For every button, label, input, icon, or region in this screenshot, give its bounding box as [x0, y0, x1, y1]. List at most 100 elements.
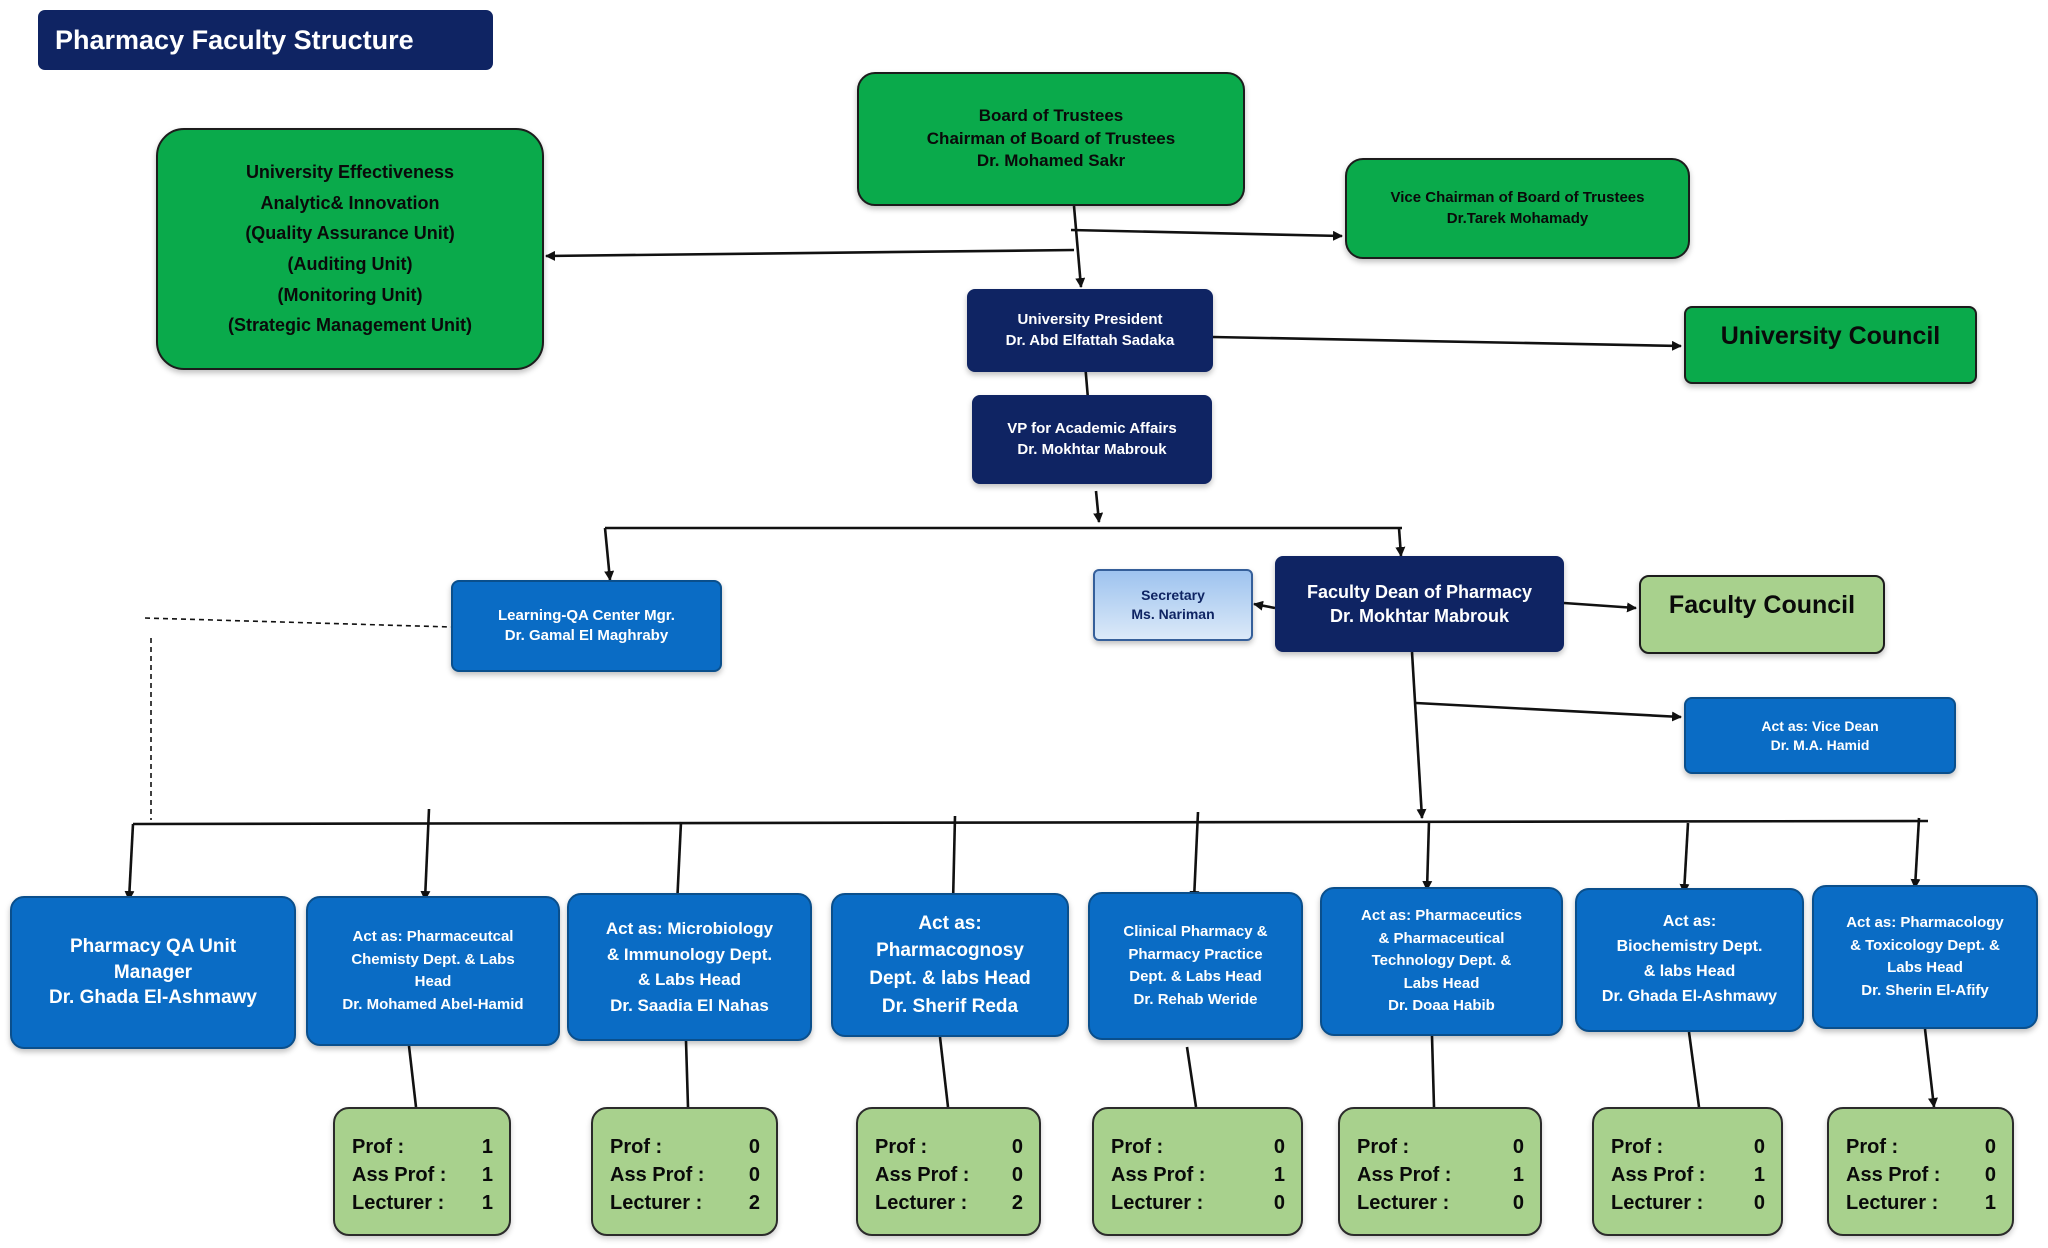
dept-line: Pharmacy QA Unit	[69, 936, 237, 958]
connector-to-chemistry	[420, 808, 431, 901]
dept-line: Dr. Sherif Reda	[881, 995, 1019, 1017]
secretary-line-1: Secretary	[1141, 587, 1205, 604]
connector-vp-branch	[1093, 490, 1104, 523]
dept-line: Technology Dept. &	[1371, 952, 1512, 970]
stat-label: Prof :	[1611, 1136, 1664, 1158]
stat-label: Ass Prof :	[1611, 1164, 1706, 1186]
university-council-box: University Council	[1684, 306, 1977, 384]
dept-box-pharmaceutics: Act as: Pharmaceutics & Pharmaceutical T…	[1320, 887, 1563, 1036]
vp-line-1: VP for Academic Affairs	[1007, 420, 1177, 438]
vice-chairman-box: Vice Chairman of Board of Trustees Dr.Ta…	[1345, 158, 1690, 259]
dept-box-pharmacology: Act as: Pharmacology & Toxicology Dept. …	[1812, 885, 2038, 1029]
stat-value: 1	[1273, 1164, 1285, 1186]
effectiveness-line-6: (Strategic Management Unit)	[227, 315, 473, 336]
dept-box-microbiology: Act as: Microbiology & Immunology Dept. …	[567, 893, 812, 1041]
connector-dean-vice-dean	[1415, 701, 1682, 722]
stat-row-ass-prof: Ass Prof :1	[352, 1161, 493, 1189]
stat-label: Lecturer :	[875, 1192, 968, 1214]
vice-chairman-line-2: Dr.Tarek Mohamady	[1446, 209, 1589, 227]
board-line-3: Dr. Mohamed Sakr	[976, 151, 1126, 171]
stat-value: 0	[1011, 1136, 1023, 1158]
stat-row-lecturer: Lecturer : 1	[1846, 1189, 1996, 1217]
stat-label: Ass Prof :	[610, 1164, 705, 1186]
dept-line: Dr. Rehab Weride	[1133, 990, 1258, 1008]
connector-to-biochemistry	[1679, 822, 1690, 894]
faculty-council-label: Faculty Council	[1668, 591, 1856, 619]
staff-stats-clinical-pharmacy: Prof :0 Ass Prof :1 Lecturer :0	[1092, 1107, 1303, 1236]
connector-dean-faculty-council	[1563, 601, 1637, 613]
dept-box-pharmacognosy: Act as: Pharmacognosy Dept. & labs Head …	[831, 893, 1069, 1037]
stat-value: 0	[1011, 1164, 1023, 1186]
stat-value: 0	[748, 1136, 760, 1158]
connector-to-learning-qa	[603, 527, 615, 581]
dept-line: Pharmacy Practice	[1128, 945, 1263, 963]
learning-qa-center-box: Learning-QA Center Mgr. Dr. Gamal El Mag…	[451, 580, 722, 672]
connector-to-clinical	[1189, 811, 1200, 901]
vice-chairman-line-1: Vice Chairman of Board of Trustees	[1390, 189, 1645, 207]
effectiveness-line-4: (Auditing Unit)	[287, 254, 413, 274]
connector-microbiology-stats	[684, 1040, 690, 1108]
dept-line: Act as: Pharmaceutcal	[352, 928, 514, 945]
faculty-dean-box: Faculty Dean of Pharmacy Dr. Mokhtar Mab…	[1275, 556, 1564, 652]
stat-label: Lecturer :	[1611, 1192, 1704, 1214]
dept-line: Biochemistry Dept.	[1616, 938, 1763, 956]
stat-label: Prof :	[610, 1136, 663, 1158]
stat-row-prof: Prof : 0	[610, 1133, 760, 1161]
vice-dean-line-2: Dr. M.A. Hamid	[1770, 736, 1870, 753]
connector-pharmaceutics-stats	[1430, 1035, 1436, 1108]
dept-line: Dr. Ghada El-Ashmawy	[1601, 987, 1778, 1005]
connector-learning-qa-dashed	[144, 617, 452, 628]
dept-line: Pharmacognosy	[876, 940, 1024, 962]
dept-box-biochemistry: Act as: Biochemistry Dept. & labs Head D…	[1575, 888, 1804, 1032]
stat-row-prof: Prof :0	[1846, 1133, 1996, 1161]
dept-line: Dr. Sherin El-Afify	[1861, 981, 1989, 999]
stat-label: Ass Prof :	[875, 1164, 970, 1186]
stat-value: 0	[1984, 1136, 1996, 1158]
stat-row-ass-prof: Ass Prof :1	[1611, 1161, 1765, 1189]
dept-box-clinical-pharmacy: Clinical Pharmacy & Pharmacy Practice De…	[1088, 892, 1303, 1040]
stat-row-lecturer: Lecturer :0	[1357, 1189, 1524, 1217]
stat-value: 1	[1512, 1164, 1524, 1186]
stat-label: Ass Prof :	[1357, 1164, 1452, 1186]
stat-label: Lecturer :	[1846, 1192, 1939, 1214]
stat-row-lecturer: Lecturer :0	[1111, 1189, 1285, 1217]
connector-pharmacology-stats	[1923, 1028, 1938, 1108]
stat-value: 0	[1273, 1192, 1285, 1214]
dept-line: Dept. & Labs Head	[1129, 968, 1262, 985]
stat-label: Prof :	[1357, 1136, 1410, 1158]
dept-line: Act as: Pharmaceutics	[1361, 907, 1522, 925]
dept-line: Chemisty Dept. & Labs	[351, 950, 515, 968]
connector-dean-secretary	[1253, 600, 1276, 611]
vp-academic-affairs-box: VP for Academic Affairs Dr. Mokhtar Mabr…	[972, 395, 1212, 484]
board-line-1: Board of Trustees	[978, 105, 1124, 125]
dept-line: Dept. & labs Head	[869, 968, 1031, 989]
stat-value: 0	[1753, 1136, 1765, 1158]
staff-stats-pharmacology: Prof :0 Ass Prof :0 Lecturer :1	[1827, 1107, 2014, 1236]
stat-row-ass-prof: Ass Prof : 1	[1111, 1161, 1285, 1189]
stat-value: 1	[481, 1136, 493, 1158]
dept-line: Dr. Ghada El-Ashmawy	[48, 987, 257, 1009]
stat-row-lecturer: Lecturer : 1	[352, 1189, 493, 1217]
stat-row-lecturer: Lecturer :2	[875, 1189, 1023, 1217]
staff-stats-pharmacognosy: Prof :0 Ass Prof :0 Lecturer :2	[856, 1107, 1041, 1236]
stat-value: 1	[1984, 1192, 1996, 1214]
vice-dean-line-1: Act as: Vice Dean	[1761, 717, 1879, 734]
university-president-box: University President Dr. Abd Elfattah Sa…	[967, 289, 1213, 372]
dept-line: & Pharmaceutical	[1378, 929, 1505, 947]
dept-line: Act as:	[1662, 913, 1717, 931]
connector-to-pharmaceutics	[1422, 820, 1433, 891]
board-line-2: Chairman of Board of Trustees	[926, 128, 1176, 148]
connector-board-president	[1072, 205, 1086, 288]
stat-label: Lecturer :	[352, 1192, 445, 1214]
stat-row-ass-prof: Ass Prof :0	[610, 1161, 760, 1189]
connector-board-effectiveness	[545, 248, 1075, 261]
university-council-label: University Council	[1720, 322, 1941, 350]
stat-value: 1	[481, 1192, 493, 1214]
stat-value: 0	[1753, 1192, 1765, 1214]
vp-line-2: Dr. Mokhtar Mabrouk	[1017, 440, 1167, 458]
stat-label: Ass Prof :	[1111, 1164, 1206, 1186]
connector-biochemistry-stats	[1687, 1031, 1701, 1108]
connector-to-pharmacognosy	[948, 815, 959, 904]
connector-to-dean	[1395, 527, 1406, 557]
